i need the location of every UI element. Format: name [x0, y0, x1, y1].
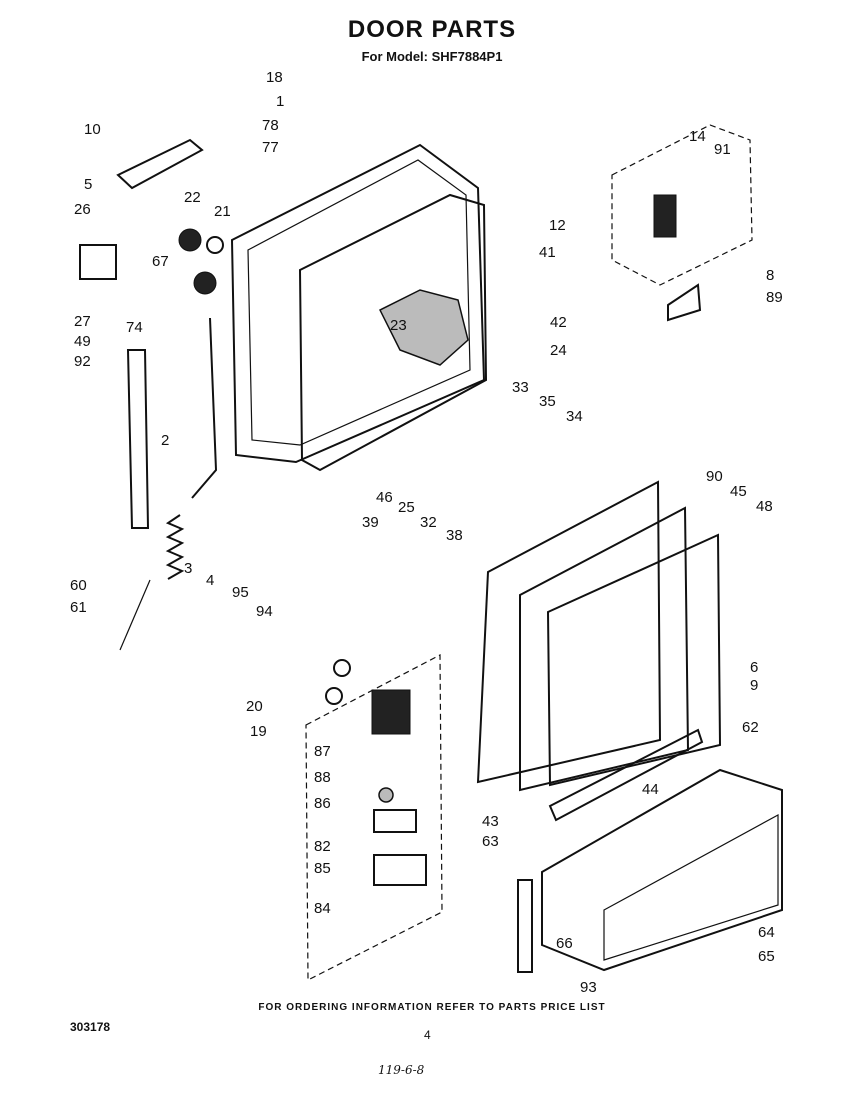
hinge-bracket-12	[653, 194, 677, 238]
document-number: 303178	[70, 1020, 111, 1034]
rail-part-44	[548, 728, 704, 822]
label-74: 74	[126, 319, 143, 336]
washer-part-20b	[325, 687, 343, 705]
label-61: 61	[70, 599, 87, 616]
label-42: 42	[550, 314, 567, 331]
liner-cutout-23	[378, 289, 469, 366]
label-23: 23	[390, 317, 407, 334]
label-38: 38	[446, 527, 463, 544]
label-39: 39	[362, 514, 379, 531]
washer-part-20	[333, 659, 351, 677]
cable-part-61	[119, 579, 151, 651]
label-5: 5	[84, 176, 92, 193]
label-34: 34	[566, 408, 583, 425]
label-63: 63	[482, 833, 499, 850]
label-90: 90	[706, 468, 723, 485]
label-89: 89	[766, 289, 783, 306]
page-number: 4	[424, 1028, 431, 1042]
label-32: 32	[420, 514, 437, 531]
door-panel-90	[476, 480, 662, 784]
gear-part-67	[193, 271, 217, 295]
dispenser-part-26	[79, 244, 117, 280]
label-60: 60	[70, 577, 87, 594]
label-87: 87	[314, 743, 331, 760]
label-43: 43	[482, 813, 499, 830]
spring-part-60	[165, 514, 185, 580]
bracket-part-86	[373, 809, 417, 833]
model-subtitle: For Model: SHF7884P1	[361, 49, 503, 64]
label-8: 8	[766, 267, 774, 284]
hinge-arm-89	[667, 283, 702, 322]
label-22: 22	[184, 189, 201, 206]
label-84: 84	[314, 900, 331, 917]
label-66: 66	[556, 935, 573, 952]
label-9: 9	[750, 677, 758, 694]
label-3: 3	[184, 560, 192, 577]
label-86: 86	[314, 795, 331, 812]
kickplate-part-62	[541, 768, 783, 972]
label-48: 48	[756, 498, 773, 515]
label-19: 19	[250, 723, 267, 740]
gear-part-22	[178, 228, 202, 252]
label-35: 35	[539, 393, 556, 410]
label-12: 12	[549, 217, 566, 234]
kickplate-panel-66	[603, 813, 779, 961]
page-title: DOOR PARTS	[347, 16, 517, 43]
label-4: 4	[206, 572, 214, 589]
label-14: 14	[689, 128, 706, 145]
label-41: 41	[539, 244, 556, 261]
outer-door-panel-inner-edge	[247, 159, 471, 446]
label-45: 45	[730, 483, 747, 500]
label-82: 82	[314, 838, 331, 855]
hinge-link-2	[191, 317, 218, 499]
door-panel-48	[546, 533, 722, 787]
label-92: 92	[74, 353, 91, 370]
label-10: 10	[84, 121, 101, 138]
label-21: 21	[214, 203, 231, 220]
strip-part-63	[517, 879, 533, 973]
label-64: 64	[758, 924, 775, 941]
label-93: 93	[580, 979, 597, 996]
label-1: 1	[276, 93, 284, 110]
ordering-info-note: FOR ORDERING INFORMATION REFER TO PARTS …	[258, 1002, 606, 1013]
label-24: 24	[550, 342, 567, 359]
handwritten-note: 119-6-8	[378, 1063, 425, 1077]
label-20: 20	[246, 698, 263, 715]
label-85: 85	[314, 860, 331, 877]
label-88: 88	[314, 769, 331, 786]
label-78: 78	[262, 117, 279, 134]
hinge-assembly-outline-12	[611, 124, 753, 286]
label-65: 65	[758, 948, 775, 965]
label-94: 94	[256, 603, 273, 620]
switch-body-87	[371, 689, 411, 735]
label-2: 2	[161, 432, 169, 449]
cap-part-88	[378, 787, 394, 803]
trim-strip-49	[126, 349, 150, 529]
label-25: 25	[398, 499, 415, 516]
label-77: 77	[262, 139, 279, 156]
label-33: 33	[512, 379, 529, 396]
label-67: 67	[152, 253, 169, 270]
vent-part-10	[116, 138, 204, 190]
label-18: 18	[266, 69, 283, 86]
label-95: 95	[232, 584, 249, 601]
switch-assembly-outline-19	[305, 654, 443, 981]
label-49: 49	[74, 333, 91, 350]
label-62: 62	[742, 719, 759, 736]
bracket-part-85	[373, 854, 427, 886]
label-91: 91	[714, 141, 731, 158]
label-27: 27	[74, 313, 91, 330]
gear-part-21	[206, 236, 224, 254]
inner-door-liner	[298, 193, 488, 472]
label-26: 26	[74, 201, 91, 218]
label-44: 44	[642, 781, 659, 798]
label-6: 6	[750, 659, 758, 676]
label-46: 46	[376, 489, 393, 506]
